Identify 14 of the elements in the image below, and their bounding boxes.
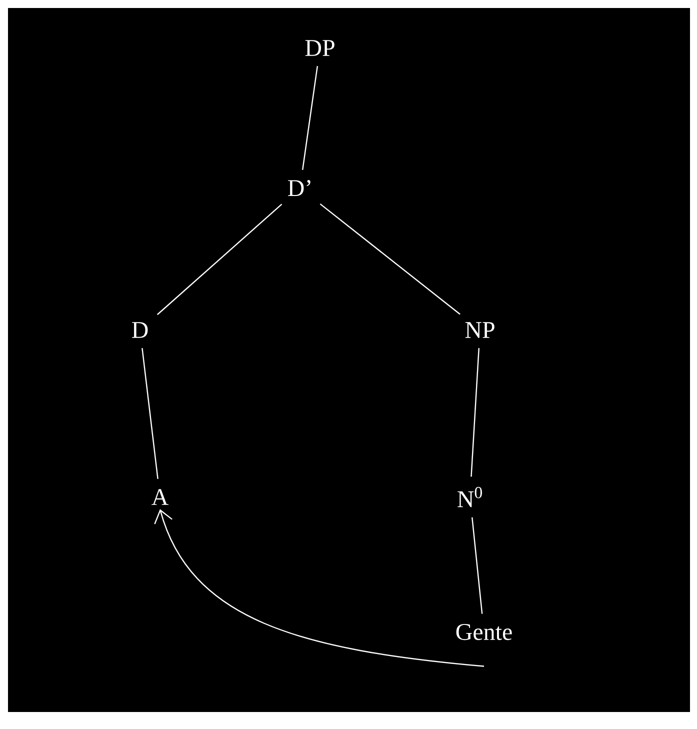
tree-label: DP bbox=[305, 40, 334, 56]
tree-branch bbox=[302, 66, 318, 170]
tree-label: D bbox=[132, 322, 148, 338]
tree-branch bbox=[320, 203, 460, 315]
tree-branch bbox=[142, 348, 158, 479]
tree-branch bbox=[472, 517, 483, 614]
tree-label: Gente bbox=[456, 624, 512, 640]
tree-branch bbox=[156, 204, 282, 316]
tree-label: D’ bbox=[288, 180, 310, 196]
tree-label: NP bbox=[465, 322, 494, 338]
movement-arrow bbox=[154, 509, 484, 667]
tree-label: A bbox=[152, 489, 168, 505]
tree-label: N$^{0}$ bbox=[458, 486, 482, 508]
tree-branch bbox=[470, 348, 480, 477]
